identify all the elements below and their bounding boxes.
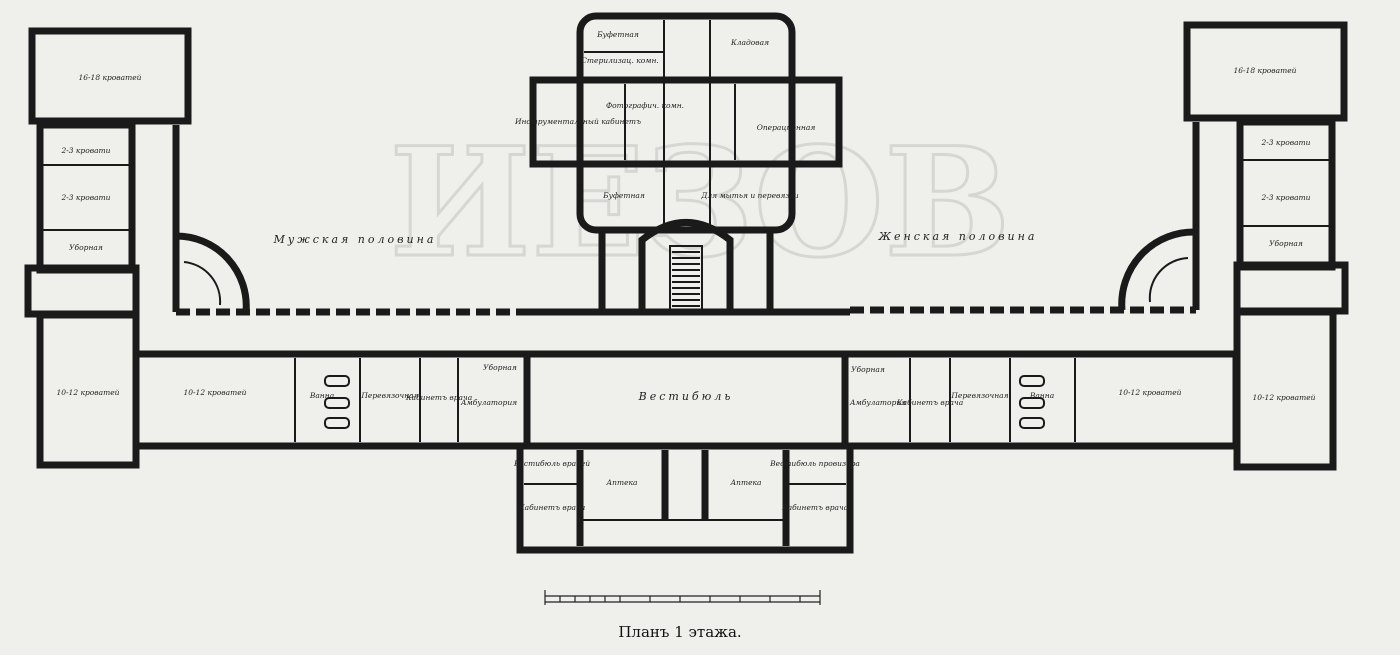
- room-c-sterile: Стерилизац. комн.: [581, 56, 659, 65]
- room-ne-ward: 16-18 кроватей: [1233, 66, 1296, 75]
- room-male-wc: Уборная: [483, 363, 517, 372]
- room-female-doctor: Кабинетъ врача: [896, 398, 963, 407]
- room-c-kitchen: Буфетная: [602, 191, 645, 200]
- room-male-bath: Ванна: [309, 391, 334, 400]
- room-ne-wc: Уборная: [1269, 239, 1303, 248]
- room-s-pharmacy-e: Аптека: [729, 478, 761, 487]
- room-c-pantry: Буфетная: [596, 30, 639, 39]
- room-e-ward: 10-12 кроватей: [1252, 393, 1315, 402]
- room-male-dressing: Перевязочная: [360, 391, 418, 400]
- room-nw-wc: Уборная: [69, 243, 103, 252]
- main-building: [132, 306, 1240, 450]
- room-female-bath: Ванна: [1029, 391, 1054, 400]
- room-nw-small1: 2-3 кровати: [60, 146, 110, 155]
- svg-text:ИЕЗОВ: ИЕЗОВ: [389, 115, 1011, 291]
- room-female-dressing: Перевязочная: [950, 391, 1008, 400]
- room-ne-small2: 2-3 кровати: [1260, 193, 1310, 202]
- room-c-photo: Фотографич. комн.: [606, 101, 684, 110]
- room-se-doctor: Кабинетъ врача: [781, 503, 848, 512]
- room-c-dress: Для мытья и перевязки: [700, 191, 799, 200]
- room-labels: 16-18 кроватей 2-3 кровати 2-3 кровати У…: [56, 30, 1315, 512]
- plan-caption: Планъ 1 этажа.: [618, 623, 741, 641]
- room-male-ward: 10-12 кроватей: [183, 388, 246, 397]
- room-female-ward: 10-12 кроватей: [1118, 388, 1181, 397]
- room-sw-doctor: Кабинетъ врача: [518, 503, 585, 512]
- room-c-linen: Кладовая: [730, 38, 769, 47]
- room-w-ward: 10-12 кроватей: [56, 388, 119, 397]
- room-female-clinic: Амбулатория: [849, 398, 906, 407]
- room-nw-small2: 2-3 кровати: [60, 193, 110, 202]
- room-male-doctor: Кабинетъ врача: [405, 393, 472, 402]
- central-north-block: [529, 12, 843, 314]
- wing-label-male: Мужская половина: [273, 233, 437, 246]
- room-female-wc: Уборная: [851, 365, 885, 374]
- room-nw-ward: 16-18 кроватей: [78, 73, 141, 82]
- west-wing: [24, 27, 250, 469]
- room-s-pharmacy-w: Аптека: [605, 478, 637, 487]
- east-wing: [1118, 21, 1349, 471]
- print-through-ghost: ИЕЗОВ: [388, 114, 1013, 293]
- room-c-operating: Операционная: [757, 123, 816, 132]
- south-pavilion: [516, 442, 854, 554]
- wing-label-female: Женская половина: [878, 230, 1038, 243]
- room-vestibule: Вестибюль: [638, 390, 734, 403]
- scale-bar: [544, 590, 821, 605]
- room-sw-vestib: Вестибюль врачей: [513, 459, 590, 468]
- room-ne-small1: 2-3 кровати: [1260, 138, 1310, 147]
- room-se-vestib: Вестибюль провизора: [769, 459, 860, 468]
- room-c-tools: Инструментальный кабинетъ: [514, 117, 641, 126]
- room-male-clinic: Амбулатория: [460, 398, 517, 407]
